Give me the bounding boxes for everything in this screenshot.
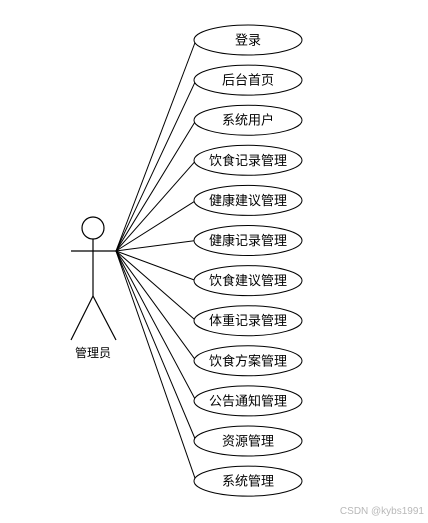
- association-line: [115, 79, 197, 252]
- association-line: [115, 39, 197, 252]
- use-case: 健康建议管理: [193, 184, 303, 216]
- use-case: 系统管理: [193, 465, 303, 497]
- use-case-ellipse: [193, 465, 303, 497]
- use-case: 资源管理: [193, 425, 303, 457]
- use-case: 系统用户: [193, 104, 303, 136]
- use-case-label: 资源管理: [222, 435, 274, 450]
- use-case: 后台首页: [193, 64, 303, 96]
- actor-administrator: 管理员: [70, 216, 117, 360]
- use-case-ellipse: [193, 265, 303, 297]
- use-case-label: 系统用户: [222, 113, 274, 129]
- association-lines: [115, 39, 197, 482]
- use-case-ellipse: [193, 345, 303, 377]
- use-case-label: 饮食记录管理: [209, 153, 287, 169]
- use-case-label: 体重记录管理: [209, 313, 287, 329]
- association-line: [115, 250, 197, 282]
- use-case-ellipse: [193, 24, 303, 56]
- use-case-ellipse: [193, 144, 303, 176]
- use-case-label: 登录: [235, 34, 261, 49]
- use-case-label: 饮食方案管理: [209, 353, 287, 369]
- actor-right-leg: [92, 295, 117, 341]
- use-case: 饮食记录管理: [193, 144, 303, 176]
- use-case-ellipse: [193, 225, 303, 256]
- use-case-label: 饮食建议管理: [209, 273, 287, 289]
- use-case-label: 公告通知管理: [209, 393, 287, 409]
- actor-label: 管理员: [75, 345, 111, 360]
- use-case-ellipse: [193, 305, 303, 337]
- association-line: [115, 159, 197, 252]
- association-line: [115, 250, 197, 362]
- use-case-label: 后台首页: [222, 74, 274, 89]
- association-line: [115, 250, 197, 482]
- use-case: 体重记录管理: [193, 305, 303, 337]
- use-case: 登录: [193, 24, 303, 56]
- association-line: [115, 119, 197, 252]
- use-case-ellipse: [193, 184, 303, 216]
- watermark: CSDN @kybs1991: [339, 506, 424, 517]
- use-case-ellipse: [193, 64, 303, 96]
- use-case: 饮食建议管理: [193, 265, 303, 297]
- use-case-ellipse: [193, 425, 303, 457]
- use-case-label: 系统管理: [222, 475, 274, 490]
- use-case-ellipse: [193, 104, 303, 136]
- actor-left-leg: [70, 295, 94, 341]
- association-line: [115, 250, 197, 402]
- use-case-label: 健康记录管理: [209, 233, 287, 249]
- association-line: [115, 240, 197, 252]
- actor-head: [81, 216, 105, 240]
- use-case: 饮食方案管理: [193, 345, 303, 377]
- association-line: [115, 250, 197, 322]
- use-case: 公告通知管理: [193, 385, 303, 417]
- association-line: [115, 250, 197, 442]
- use-case-label: 健康建议管理: [209, 193, 287, 209]
- use-case-ellipse: [193, 385, 303, 417]
- use-case: 健康记录管理: [193, 225, 303, 256]
- use-cases: 登录后台首页系统用户饮食记录管理健康建议管理健康记录管理饮食建议管理体重记录管理…: [193, 24, 303, 497]
- association-line: [115, 199, 197, 252]
